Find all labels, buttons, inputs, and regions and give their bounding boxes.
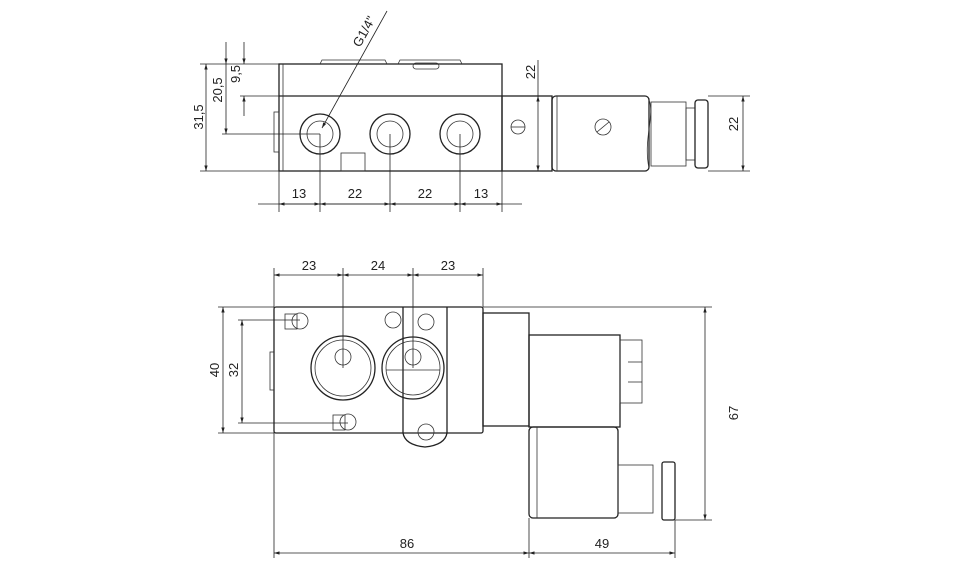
mid-block-top <box>501 95 553 172</box>
dim-coil-length: 49 <box>595 536 609 551</box>
valve-body-top <box>278 63 503 172</box>
dim-top-x4: 13 <box>474 186 488 201</box>
dim-top-x2: 22 <box>348 186 362 201</box>
dim-top-x3: 22 <box>418 186 432 201</box>
thread-label: G1/4" <box>350 13 379 49</box>
dim-coil-height: 22 <box>726 117 741 131</box>
coil-top <box>551 95 650 172</box>
coil-front <box>528 334 621 428</box>
dim-top-x1: 13 <box>292 186 306 201</box>
front-view: 23 24 23 40 32 67 86 49 <box>207 258 741 558</box>
mid-block-front <box>482 312 530 427</box>
dim-mid-block: 22 <box>523 65 538 79</box>
top-view: 13 22 22 13 31,5 20,5 9,5 22 22 G1/4" <box>191 10 750 212</box>
dim-height-total: 31,5 <box>191 104 206 129</box>
cable-gland-nut <box>661 461 676 521</box>
dim-body-height: 40 <box>207 363 222 377</box>
dim-front-x1: 23 <box>302 258 316 273</box>
dim-front-x3: 23 <box>441 258 455 273</box>
dim-height-cap: 9,5 <box>228 65 243 83</box>
dim-height-port: 20,5 <box>210 77 225 102</box>
dim-front-x2: 24 <box>371 258 385 273</box>
valve-body-front <box>273 306 484 434</box>
dim-total-height: 67 <box>726 406 741 420</box>
connector-plug <box>528 426 619 519</box>
dim-hole-spacing: 32 <box>226 363 241 377</box>
dim-body-length: 86 <box>400 536 414 551</box>
